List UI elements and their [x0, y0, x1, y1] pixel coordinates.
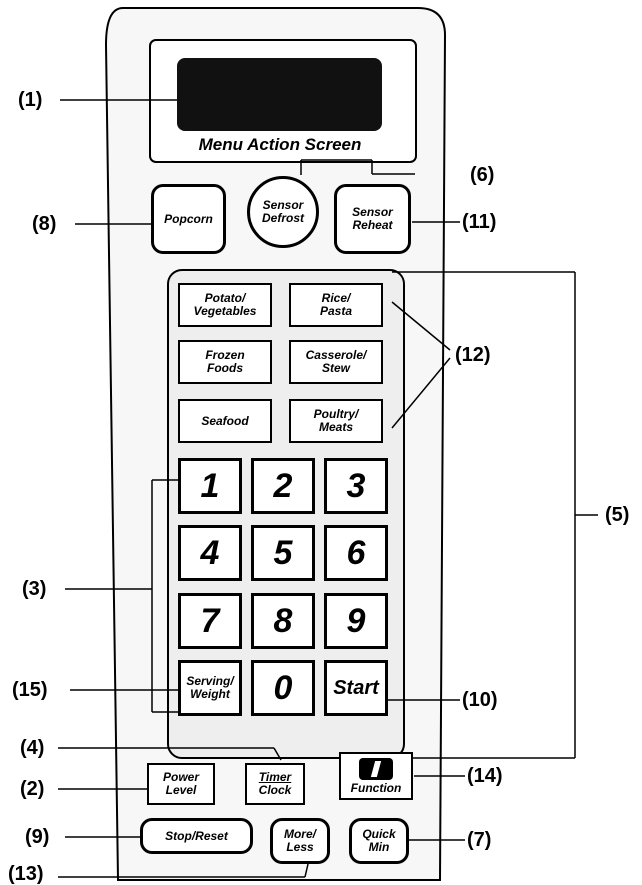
serving-weight-button[interactable]: Serving/Weight	[178, 660, 242, 716]
popcorn-label: Popcorn	[164, 211, 213, 226]
digit-5-button[interactable]: 5	[251, 525, 315, 581]
callout-11: (11)	[462, 211, 497, 233]
callout-3: (3)	[22, 578, 47, 600]
sensor-reheat-label-2: Reheat	[352, 218, 393, 232]
digit-0-label: 0	[273, 668, 293, 707]
callout-7: (7)	[467, 829, 492, 851]
rice-pasta-button[interactable]: Rice/Pasta	[289, 283, 383, 327]
potato-label-2: Vegetables	[193, 304, 257, 318]
digit-6-label: 6	[346, 533, 366, 572]
timer-label-1: Timer	[258, 770, 292, 784]
more-less-button[interactable]: More/Less	[270, 818, 330, 864]
rice-label-2: Pasta	[319, 304, 353, 318]
function-icon	[359, 757, 393, 780]
poultry-label-2: Meats	[318, 420, 353, 434]
quick-label-2: Min	[368, 840, 390, 854]
more-label-2: Less	[286, 840, 314, 854]
digit-9-button[interactable]: 9	[324, 593, 388, 649]
serving-label-2: Weight	[190, 687, 230, 701]
digit-2-label: 2	[273, 466, 293, 505]
digit-4-label: 4	[200, 533, 220, 572]
frozen-label-1: Frozen	[205, 348, 245, 362]
digit-7-button[interactable]: 7	[178, 593, 242, 649]
seafood-label: Seafood	[201, 413, 249, 428]
digit-0-button[interactable]: 0	[251, 660, 315, 716]
callout-4: (4)	[20, 737, 45, 759]
popcorn-button[interactable]: Popcorn	[151, 184, 226, 254]
stop-reset-label: Stop/Reset	[165, 828, 228, 843]
digit-8-label: 8	[273, 601, 293, 640]
callout-10: (10)	[462, 689, 498, 711]
callout-1: (1)	[18, 89, 43, 111]
power-label-2: Level	[165, 783, 197, 797]
start-label: Start	[333, 676, 379, 699]
start-button[interactable]: Start	[324, 660, 388, 716]
digit-2-button[interactable]: 2	[251, 458, 315, 514]
casserole-stew-button[interactable]: Casserole/Stew	[289, 340, 383, 384]
digit-6-button[interactable]: 6	[324, 525, 388, 581]
callout-6: (6)	[470, 164, 495, 186]
rice-label-1: Rice/	[321, 291, 351, 305]
more-label-1: More/	[283, 827, 316, 841]
callout-9: (9)	[25, 826, 50, 848]
power-label-1: Power	[162, 770, 199, 784]
callout-13: (13)	[8, 863, 44, 885]
display-screen	[177, 58, 382, 131]
callout-8: (8)	[32, 213, 57, 235]
screen-caption: Menu Action Screen	[198, 135, 362, 154]
sensor-defrost-label-2: Defrost	[261, 211, 304, 225]
callout-12: (12)	[455, 344, 491, 366]
sensor-defrost-label-1: Sensor	[262, 198, 304, 212]
function-button[interactable]: Function	[339, 752, 413, 800]
poultry-meats-button[interactable]: Poultry/Meats	[289, 399, 383, 443]
timer-label-2: Clock	[258, 783, 292, 797]
digit-8-button[interactable]: 8	[251, 593, 315, 649]
digit-1-label: 1	[200, 466, 220, 505]
function-label: Function	[350, 780, 402, 795]
digit-5-label: 5	[273, 533, 293, 572]
sensor-reheat-label-1: Sensor	[352, 205, 393, 219]
stop-reset-button[interactable]: Stop/Reset	[140, 818, 253, 854]
quick-label-1: Quick	[362, 827, 396, 841]
digit-7-label: 7	[200, 601, 220, 640]
digit-9-label: 9	[346, 601, 366, 640]
callout-5: (5)	[605, 504, 630, 526]
potato-vegetables-button[interactable]: Potato/Vegetables	[178, 283, 272, 327]
serving-label-1: Serving/	[186, 674, 234, 688]
seafood-button[interactable]: Seafood	[178, 399, 272, 443]
callout-2: (2)	[20, 778, 45, 800]
digit-3-button[interactable]: 3	[324, 458, 388, 514]
casserole-label-1: Casserole/	[305, 348, 367, 362]
digit-1-button[interactable]: 1	[178, 458, 242, 514]
frozen-label-2: Foods	[207, 361, 243, 375]
callout-14: (14)	[467, 765, 503, 787]
digit-4-button[interactable]: 4	[178, 525, 242, 581]
digit-3-label: 3	[346, 466, 366, 505]
poultry-label-1: Poultry/	[313, 407, 359, 421]
callout-15: (15)	[12, 679, 48, 701]
potato-label-1: Potato/	[204, 291, 246, 305]
casserole-label-2: Stew	[321, 361, 350, 375]
